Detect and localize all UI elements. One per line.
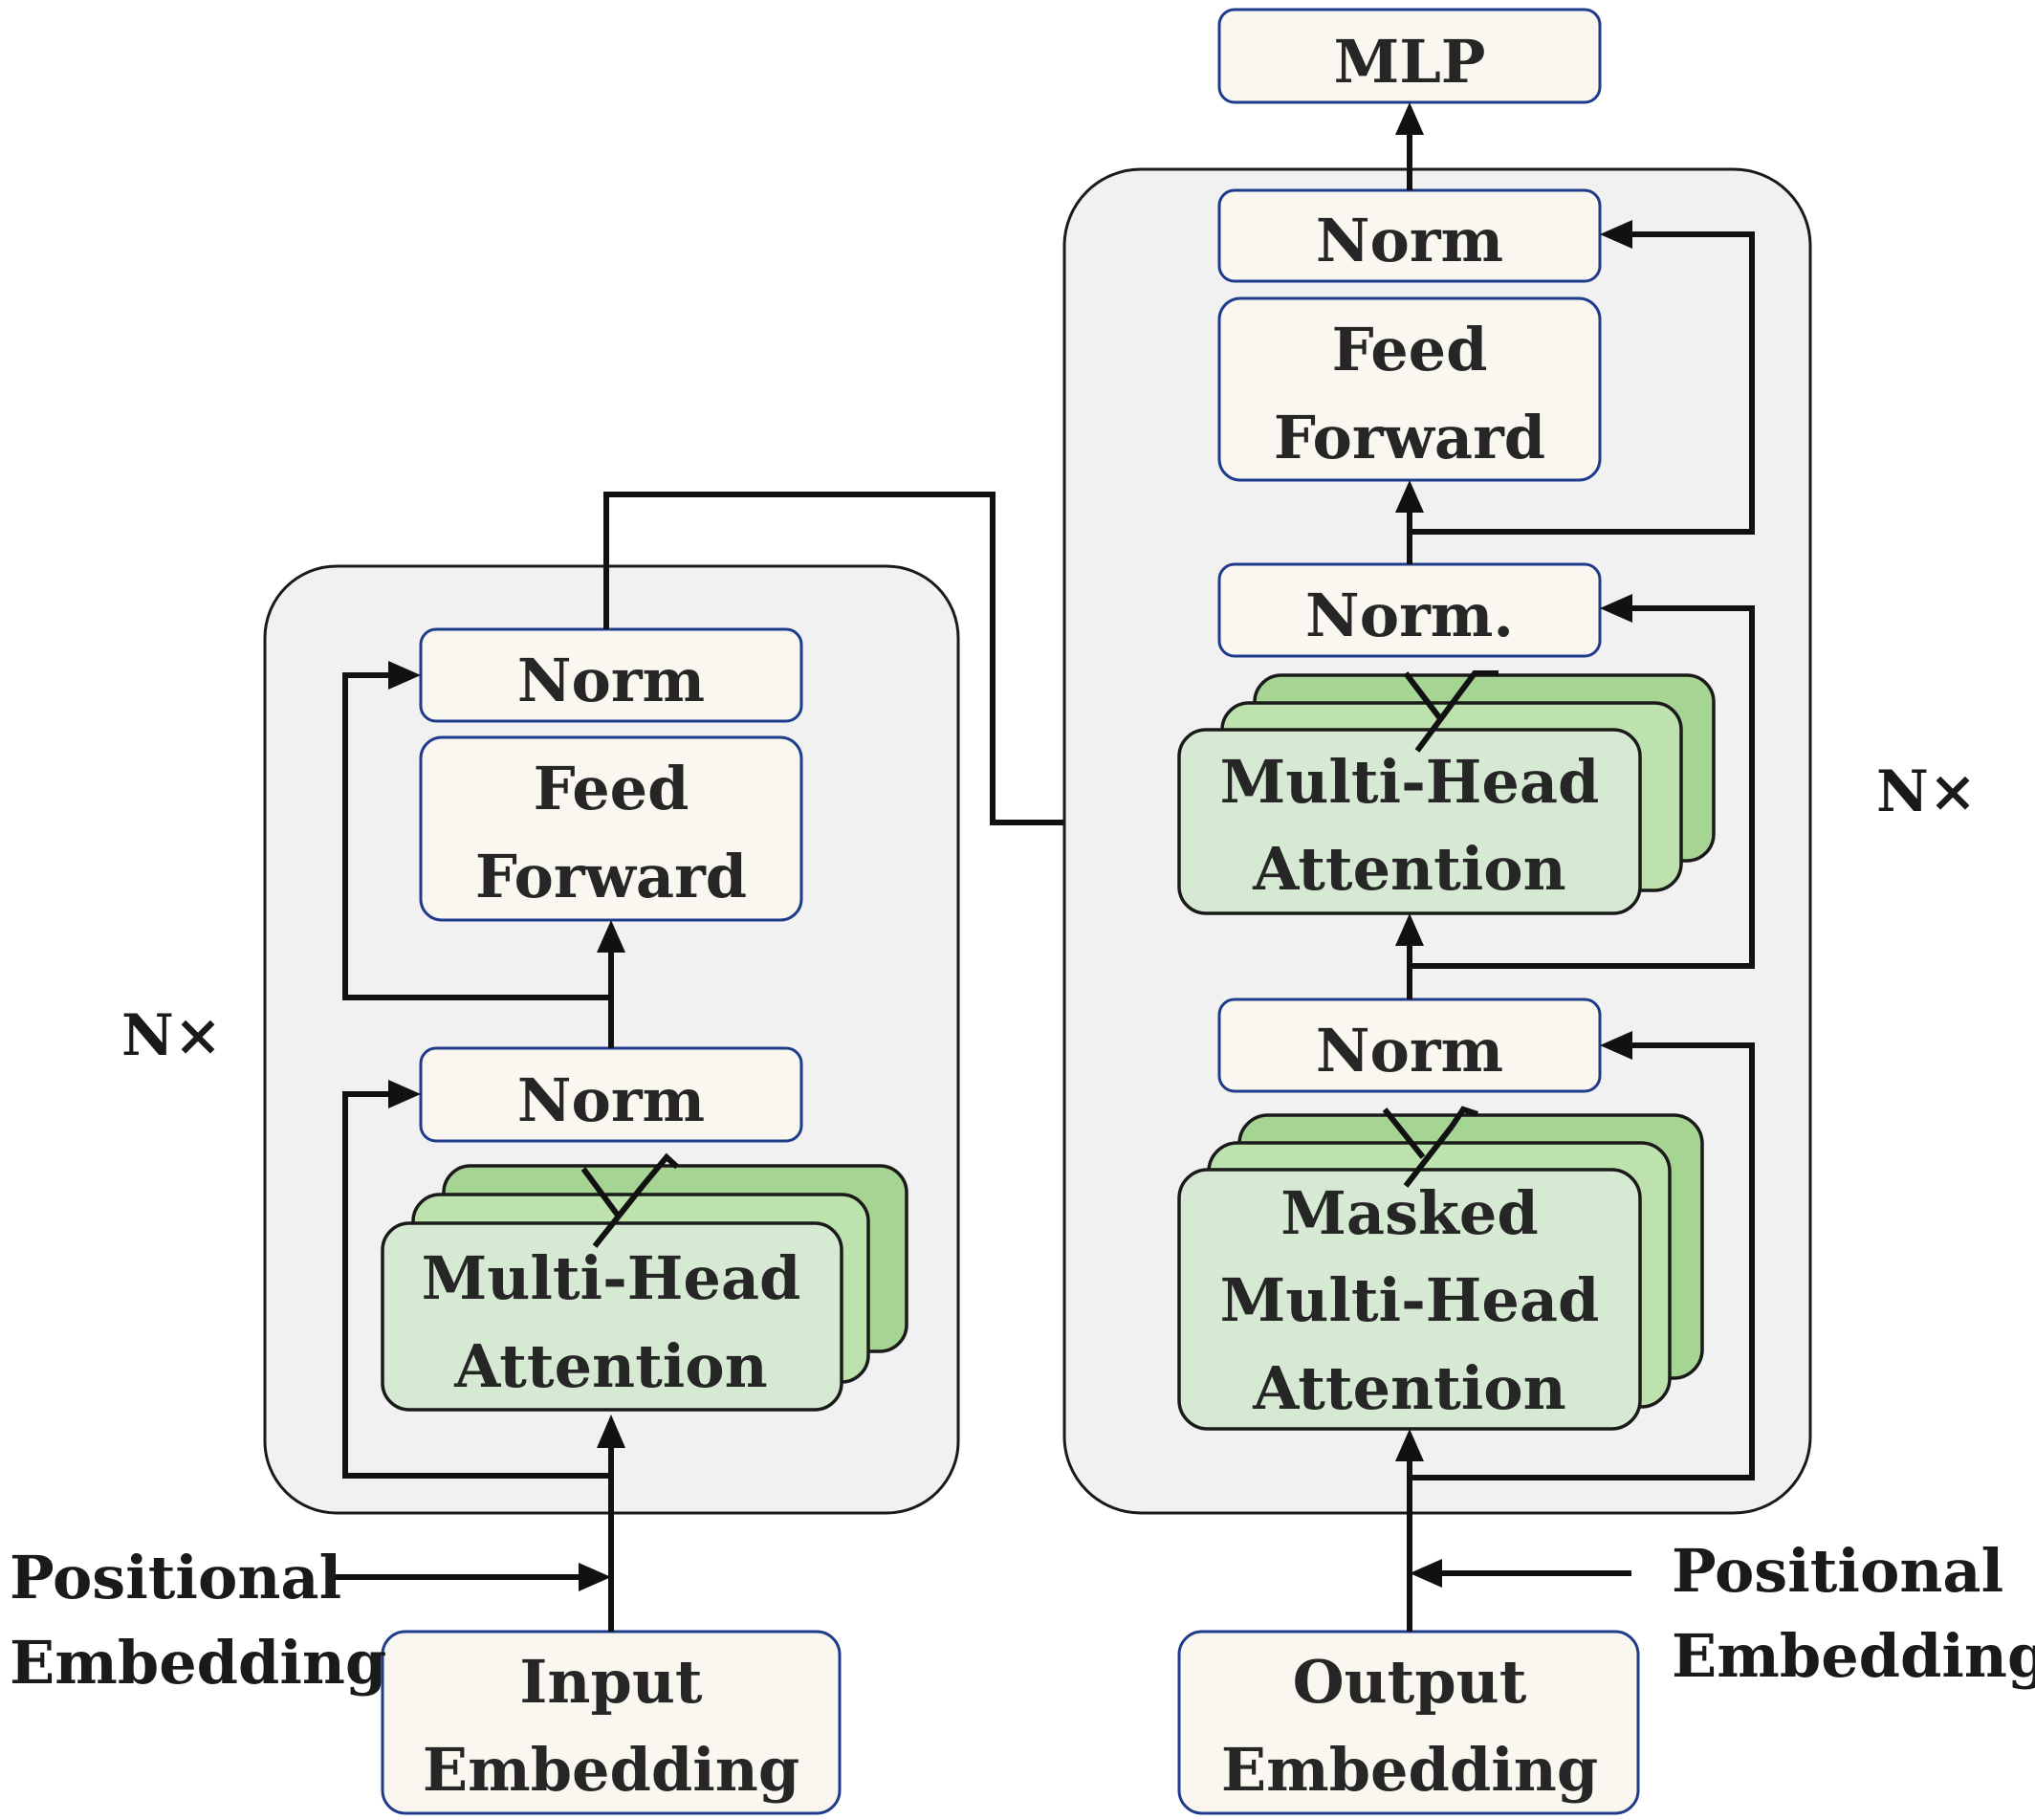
encoder-input-embedding-box: Input Embedding xyxy=(381,1630,842,1815)
decoder-cross-attention-stack: Multi-Head Attention xyxy=(1177,673,1716,915)
encoder-residual-arrow-2 xyxy=(388,661,421,690)
decoder-positional-line2: Embedding xyxy=(1672,1621,2035,1691)
encoder-to-decoder-wire xyxy=(603,492,1152,825)
encoder-norm-top-box: Norm xyxy=(419,627,803,723)
encoder-norm-bottom-box: Norm xyxy=(419,1046,803,1143)
encoder-positional-line1: Positional xyxy=(10,1543,341,1612)
decoder-wires xyxy=(1395,102,1755,1632)
decoder-norm-top-label: Norm xyxy=(1316,206,1503,275)
encoder-attention-fork-icon xyxy=(580,1152,680,1248)
encoder: Norm Feed Forward Norm Multi-Head Attent… xyxy=(10,492,1179,1815)
encoder-input-embedding-line1: Input xyxy=(519,1647,703,1717)
encoder-input-embedding-line2: Embedding xyxy=(423,1735,799,1805)
encoder-attention-input-arrow xyxy=(597,1414,625,1448)
decoder-residual-wire-1 xyxy=(1410,1042,1755,1480)
decoder-positional-arrow xyxy=(1410,1559,1442,1588)
decoder-output-embedding-line1: Output xyxy=(1293,1647,1527,1717)
decoder-residual-wire-3 xyxy=(1410,231,1755,535)
encoder-residual-wire-1 xyxy=(342,1091,611,1479)
decoder-mlp-arrow xyxy=(1395,102,1424,135)
decoder-mlp-box: MLP xyxy=(1217,8,1602,104)
decoder-residual-wire-2 xyxy=(1410,605,1755,969)
encoder-feed-forward-line2: Forward xyxy=(475,842,747,911)
decoder-cross-attention-fork-icon xyxy=(1403,670,1499,753)
decoder-norm-middle-label: Norm. xyxy=(1305,581,1514,650)
decoder-repeat-label: N× xyxy=(1876,758,1977,825)
decoder-mlp-label: MLP xyxy=(1334,27,1486,97)
encoder-feed-forward-line1: Feed xyxy=(534,754,689,823)
decoder-ff-arrow xyxy=(1395,480,1424,513)
decoder-residual-arrow-1 xyxy=(1600,1031,1632,1060)
decoder-masked-attention-line3: Attention xyxy=(1252,1353,1565,1423)
decoder-masked-attention-stack: Masked Multi-Head Attention xyxy=(1177,1113,1704,1431)
encoder-attention-line2: Attention xyxy=(453,1331,767,1401)
decoder-residual-arrow-3 xyxy=(1600,220,1632,249)
decoder-output-embedding-line2: Embedding xyxy=(1221,1735,1598,1805)
encoder-feed-forward-box: Feed Forward xyxy=(419,735,803,922)
decoder-feed-forward-line1: Feed xyxy=(1332,315,1488,384)
decoder-masked-attention-line2: Multi-Head xyxy=(1220,1265,1600,1335)
decoder-cross-attention-line2: Attention xyxy=(1252,834,1565,904)
decoder-positional-line1: Positional xyxy=(1672,1536,2003,1606)
decoder-masked-attention-fork-icon xyxy=(1382,1106,1478,1188)
decoder-masked-attention-line1: Masked xyxy=(1280,1178,1538,1248)
decoder-norm-bottom-box: Norm xyxy=(1217,998,1602,1093)
decoder-output-embedding-box: Output Embedding xyxy=(1177,1630,1640,1815)
encoder-ff-arrow xyxy=(597,920,625,953)
decoder: MLP Norm Feed Forward Norm. Multi-Head A… xyxy=(1062,8,2035,1815)
decoder-feed-forward-line2: Forward xyxy=(1274,403,1545,472)
decoder-masked-input-arrow xyxy=(1395,1429,1424,1461)
encoder-attention-stack: Multi-Head Attention xyxy=(381,1164,908,1412)
encoder-norm-bottom-label: Norm xyxy=(517,1065,705,1135)
encoder-repeat-label: N× xyxy=(121,1002,222,1069)
decoder-cross-input-arrow xyxy=(1395,913,1424,946)
decoder-cross-attention-line1: Multi-Head xyxy=(1220,747,1600,817)
decoder-norm-bottom-label: Norm xyxy=(1316,1016,1503,1085)
decoder-residual-arrow-2 xyxy=(1600,594,1632,623)
decoder-feed-forward-box: Feed Forward xyxy=(1217,296,1602,482)
encoder-positional-line2: Embedding xyxy=(10,1628,386,1698)
decoder-norm-middle-box: Norm. xyxy=(1217,562,1602,658)
encoder-positional-arrow xyxy=(579,1563,611,1591)
encoder-residual-wire-2 xyxy=(342,672,611,1000)
encoder-norm-top-label: Norm xyxy=(517,646,705,715)
encoder-attention-line1: Multi-Head xyxy=(422,1243,801,1313)
encoder-residual-arrow-1 xyxy=(388,1080,421,1108)
decoder-norm-top-box: Norm xyxy=(1217,188,1602,283)
